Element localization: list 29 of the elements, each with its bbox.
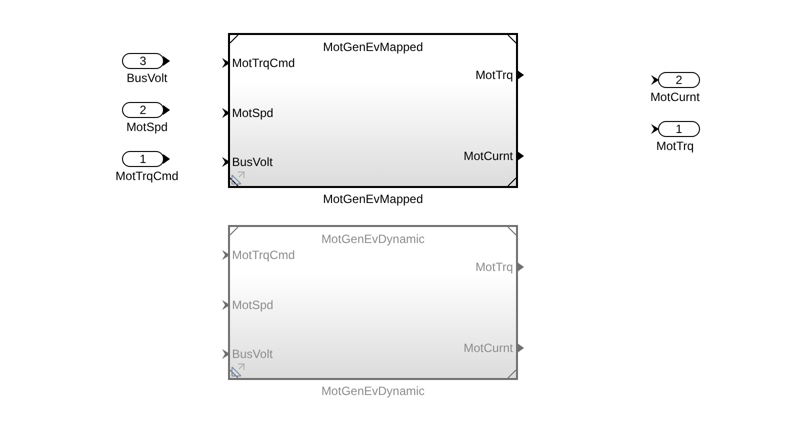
port-number: 1: [140, 153, 146, 165]
output-port-label: MotCurnt: [464, 149, 513, 163]
port-label: MotCurnt: [650, 90, 700, 104]
port-block: [122, 102, 164, 118]
port-number: 2: [676, 74, 682, 86]
block-title: MotGenEvDynamic: [320, 231, 426, 247]
port-block: [658, 72, 700, 88]
output-port-label: MotTrq: [475, 68, 513, 82]
input-port-label: MotSpd: [232, 298, 274, 312]
port-number: 3: [140, 55, 146, 67]
port-label: BusVolt: [126, 71, 168, 85]
port-number: 2: [140, 104, 146, 116]
output-port-label: MotCurnt: [464, 341, 513, 355]
block-title: MotGenEvMapped: [322, 39, 424, 55]
port-label: MotTrq: [656, 139, 694, 153]
port-block: [122, 53, 164, 69]
port-label: MotTrqCmd: [116, 169, 178, 183]
port-block: [658, 121, 700, 137]
input-port-label: MotTrqCmd: [232, 56, 295, 70]
block-name: MotGenEvMapped: [322, 192, 424, 206]
input-port-label: BusVolt: [232, 347, 273, 361]
port-block: [122, 151, 164, 167]
input-port-label: MotSpd: [232, 106, 274, 120]
input-port-label: BusVolt: [232, 155, 273, 169]
port-label: MotSpd: [126, 120, 168, 134]
block-name: MotGenEvDynamic: [321, 384, 425, 398]
output-port-label: MotTrq: [475, 260, 513, 274]
port-number: 1: [676, 123, 682, 135]
input-port-label: MotTrqCmd: [232, 248, 295, 262]
